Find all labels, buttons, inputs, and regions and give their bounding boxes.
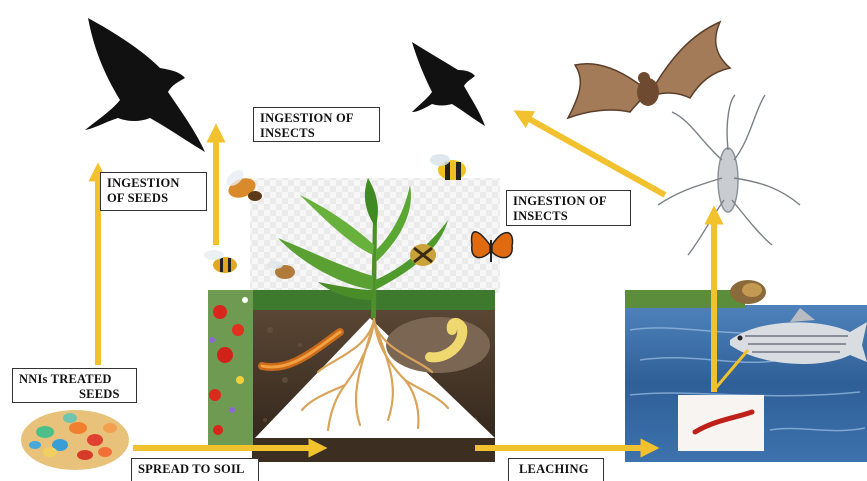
crow-left [85,18,205,152]
bumblebee [430,154,466,180]
label-spread-to-soil: SPREAD TO SOIL [131,458,259,481]
water-grass [625,290,745,308]
water-strider [658,95,800,255]
treated-seeds [21,410,129,470]
label-nnis-treated-seeds: NNIs TREATED SEEDS [12,368,137,403]
beetle [410,244,436,266]
soil-clump [386,317,490,373]
hoverfly [204,250,237,273]
bat [568,22,730,118]
arrow-strider-to-crow [522,115,665,195]
label-ingestion-of-seeds: INGESTION OF SEEDS [100,172,207,211]
crow-right [412,42,485,126]
label-ingestion-of-insects-right: INGESTION OF INSECTS [506,190,631,226]
snail [730,280,766,304]
label-ingestion-of-insects-top: INGESTION OF INSECTS [253,107,380,142]
label-leaching: LEACHING [508,458,604,481]
